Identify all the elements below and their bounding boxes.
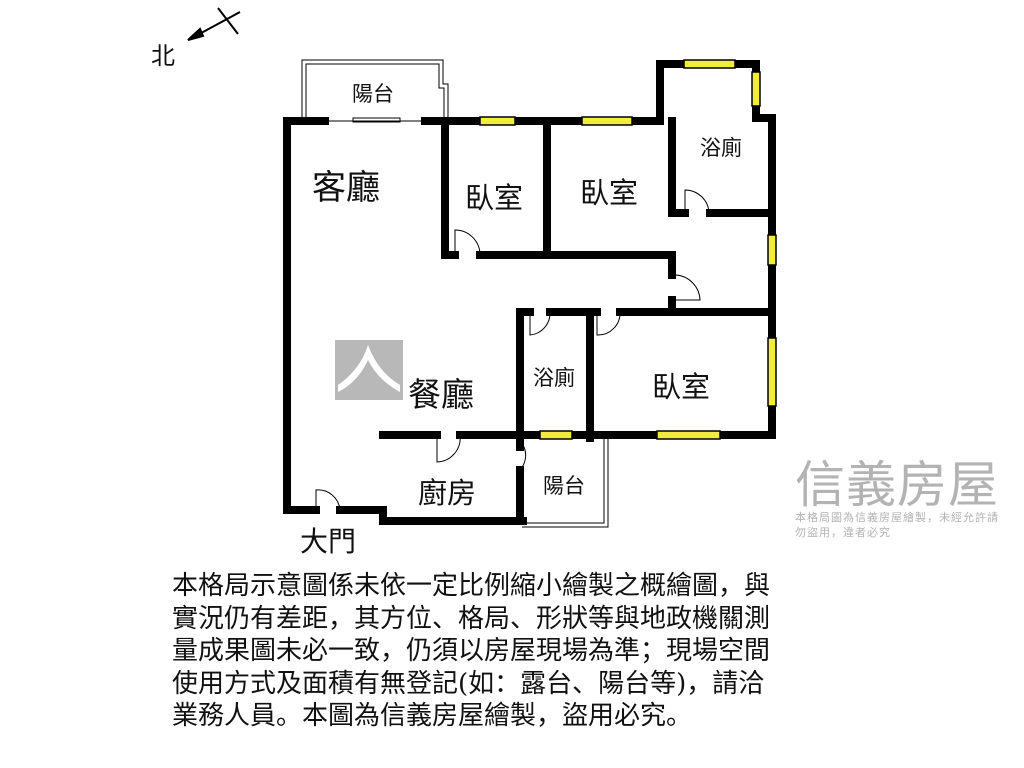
room-dining: 餐廳 (408, 375, 474, 414)
compass-label: 北 (151, 42, 175, 70)
north-arrow-icon (187, 7, 241, 41)
watermark-notice: 本格局圖為信義房屋繪製，未經允許請勿盜用，違者必究 (795, 511, 999, 539)
disclaimer-note: 本格局示意圖係未依一定比例縮小繪製之概繪圖，與 實況仍有差距，其方位、格局、形狀… (172, 570, 892, 733)
doors (315, 117, 710, 511)
note-line: 實況仍有差距，其方位、格局、形狀等與地政機關測 (172, 603, 771, 634)
room-balcony-top: 陽台 (352, 82, 394, 106)
room-bedroom-1: 臥室 (465, 181, 524, 215)
room-bath-top: 浴廁 (700, 136, 742, 160)
room-balcony-bottom: 陽台 (543, 474, 585, 498)
room-living: 客廳 (312, 168, 380, 208)
balcony-outline (301, 59, 609, 528)
note-line: 業務人員。本圖為信義房屋繪製，盜用必究。 (172, 701, 693, 731)
note-line: 使用方式及面積有無登記(如：露台、陽台等)，請洽 (172, 668, 765, 699)
note-line: 量成果圖未必一致，仍須以房屋現場為準；現場空間 (172, 636, 771, 666)
room-bedroom-2: 臥室 (580, 176, 639, 210)
walls (283, 60, 776, 525)
note-line: 本格局示意圖係未依一定比例縮小繪製之概繪圖，與 (172, 571, 771, 601)
watermark-logo (335, 340, 403, 400)
windows (479, 59, 777, 440)
room-bath-mid: 浴廁 (533, 366, 575, 390)
entrance-label: 大門 (300, 525, 357, 558)
room-kitchen: 廚房 (418, 476, 477, 510)
room-bedroom-3: 臥室 (652, 370, 711, 404)
watermark-brand: 信義房屋 (795, 456, 999, 514)
